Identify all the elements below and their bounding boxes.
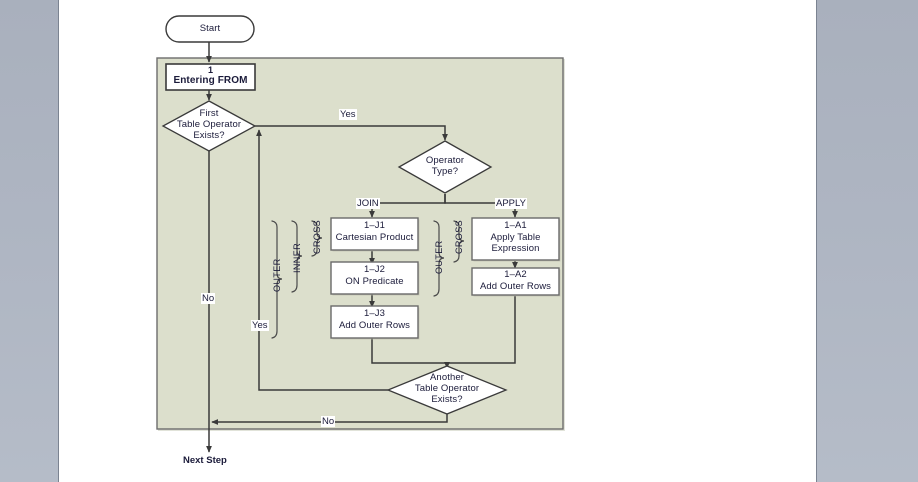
edge-label-first-yes: Yes bbox=[339, 109, 357, 120]
branch-label-apply: APPLY bbox=[495, 198, 527, 209]
brace-label-apply-outer: OUTER bbox=[434, 240, 444, 275]
edge-label-another-yes: Yes bbox=[251, 320, 269, 331]
decision-first-table-operator[interactable] bbox=[161, 100, 257, 152]
viewer-left-gutter bbox=[0, 0, 59, 482]
brace-label-join-outer: OUTER bbox=[272, 258, 282, 293]
brace-label-join-cross: CROSS bbox=[312, 219, 322, 254]
brace-apply-outer bbox=[433, 220, 445, 297]
node-1-j3[interactable] bbox=[330, 305, 420, 340]
node-1-j1[interactable] bbox=[330, 217, 420, 252]
node-1-j2[interactable] bbox=[330, 261, 420, 296]
decision-another-table-operator[interactable] bbox=[386, 365, 508, 415]
edge-label-first-no: No bbox=[201, 293, 216, 304]
node-1-a1[interactable] bbox=[471, 217, 561, 262]
brace-apply-cross bbox=[453, 220, 465, 263]
brace-label-join-inner: INNER bbox=[292, 242, 302, 273]
join-brace-group bbox=[271, 220, 323, 339]
branch-label-join: JOIN bbox=[356, 198, 380, 209]
document-page: Start 1 Entering FROM First Table Operat… bbox=[59, 0, 816, 482]
process-entering-from[interactable] bbox=[165, 63, 256, 91]
start-terminator[interactable] bbox=[165, 15, 255, 43]
brace-label-apply-cross: CROSS bbox=[454, 219, 464, 254]
node-1-a2[interactable] bbox=[471, 267, 561, 297]
brace-join-cross bbox=[311, 220, 323, 257]
edge-label-another-no: No bbox=[321, 416, 336, 427]
decision-operator-type[interactable] bbox=[397, 140, 493, 194]
brace-join-inner bbox=[291, 220, 303, 293]
next-step-label: Next Step bbox=[183, 455, 227, 466]
flowchart-canvas: Start 1 Entering FROM First Table Operat… bbox=[59, 0, 816, 482]
brace-join-outer bbox=[271, 220, 283, 339]
viewer-right-gutter bbox=[816, 0, 918, 482]
apply-brace-group bbox=[433, 220, 465, 297]
flowchart-vector-layer bbox=[156, 15, 565, 453]
